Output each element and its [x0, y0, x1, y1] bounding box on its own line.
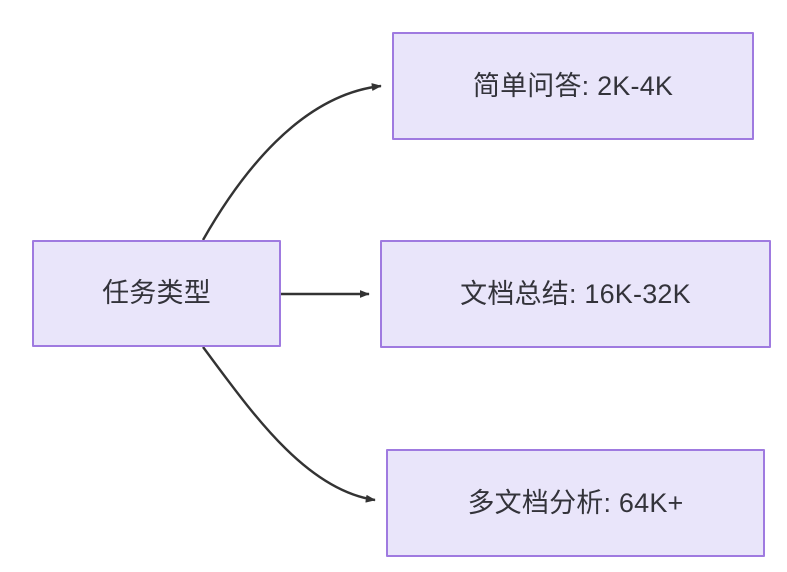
node-simple-qa-label: 简单问答: 2K-4K — [472, 70, 674, 101]
node-multi-doc[interactable]: 多文档分析: 64K+ — [386, 449, 765, 557]
edge-task-to-multi-doc — [202, 346, 376, 503]
node-multi-doc-label: 多文档分析: 64K+ — [467, 487, 684, 518]
node-task-type[interactable]: 任务类型 — [32, 240, 281, 347]
node-simple-qa[interactable]: 简单问答: 2K-4K — [392, 32, 754, 140]
node-task-type-label: 任务类型 — [102, 278, 211, 309]
edge-task-to-simple-qa — [201, 83, 382, 241]
node-doc-summary[interactable]: 文档总结: 16K-32K — [380, 240, 771, 348]
node-doc-summary-label: 文档总结: 16K-32K — [460, 278, 691, 309]
